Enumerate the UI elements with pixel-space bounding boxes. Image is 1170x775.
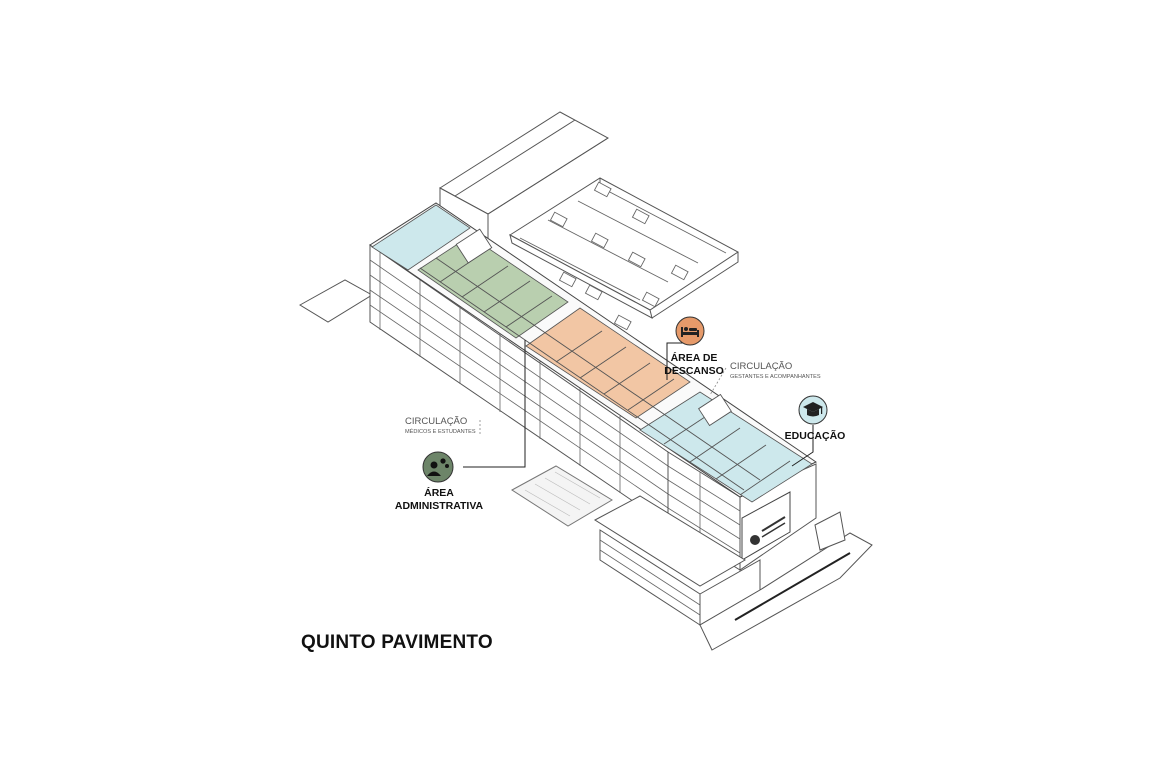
label-circulation-patients: CIRCULAÇÃO GESTANTES E ACOMPANHANTES [730,361,821,380]
zone-fills [371,204,813,503]
partitions [419,228,791,496]
rest-area-badge [675,316,705,346]
circulation-patients-subtitle: GESTANTES E ACOMPANHANTES [730,374,821,380]
zone-admin [417,235,569,339]
education-badge [798,395,828,425]
circulation-staff-subtitle: MÉDICOS E ESTUDANTES [405,428,476,435]
admin-area-label-line2: ADMINISTRATIVA [395,500,484,512]
circulation-patients-title: CIRCULAÇÃO [730,361,792,372]
education-label: EDUCAÇÃO [785,429,846,442]
page-title: QUINTO PAVIMENTO [301,632,493,653]
label-admin-area: ÁREA ADMINISTRATIVA [395,486,484,512]
admin-area-label-line1: ÁREA [424,486,454,499]
admin-area-badge [422,451,454,483]
graduation-cap-icon [803,402,823,417]
circulation-staff-title: CIRCULAÇÃO [405,416,467,427]
label-rest-area: ÁREA DE DESCANSO [664,351,724,377]
parking-stalls [519,181,727,331]
label-education: EDUCAÇÃO [785,429,846,442]
rest-area-label-line2: DESCANSO [664,365,724,377]
zone-rest [525,307,691,419]
bed-icon [681,327,699,337]
zone-education-east [639,391,813,503]
person-gears-icon [427,458,449,476]
leader-education [791,425,814,467]
leader-admin [463,340,526,468]
circulation-dashes [479,367,727,434]
zone-education-west [371,204,471,271]
label-circulation-staff: CIRCULAÇÃO MÉDICOS E ESTUDANTES [405,416,476,435]
rest-area-label-line1: ÁREA DE [671,351,718,364]
